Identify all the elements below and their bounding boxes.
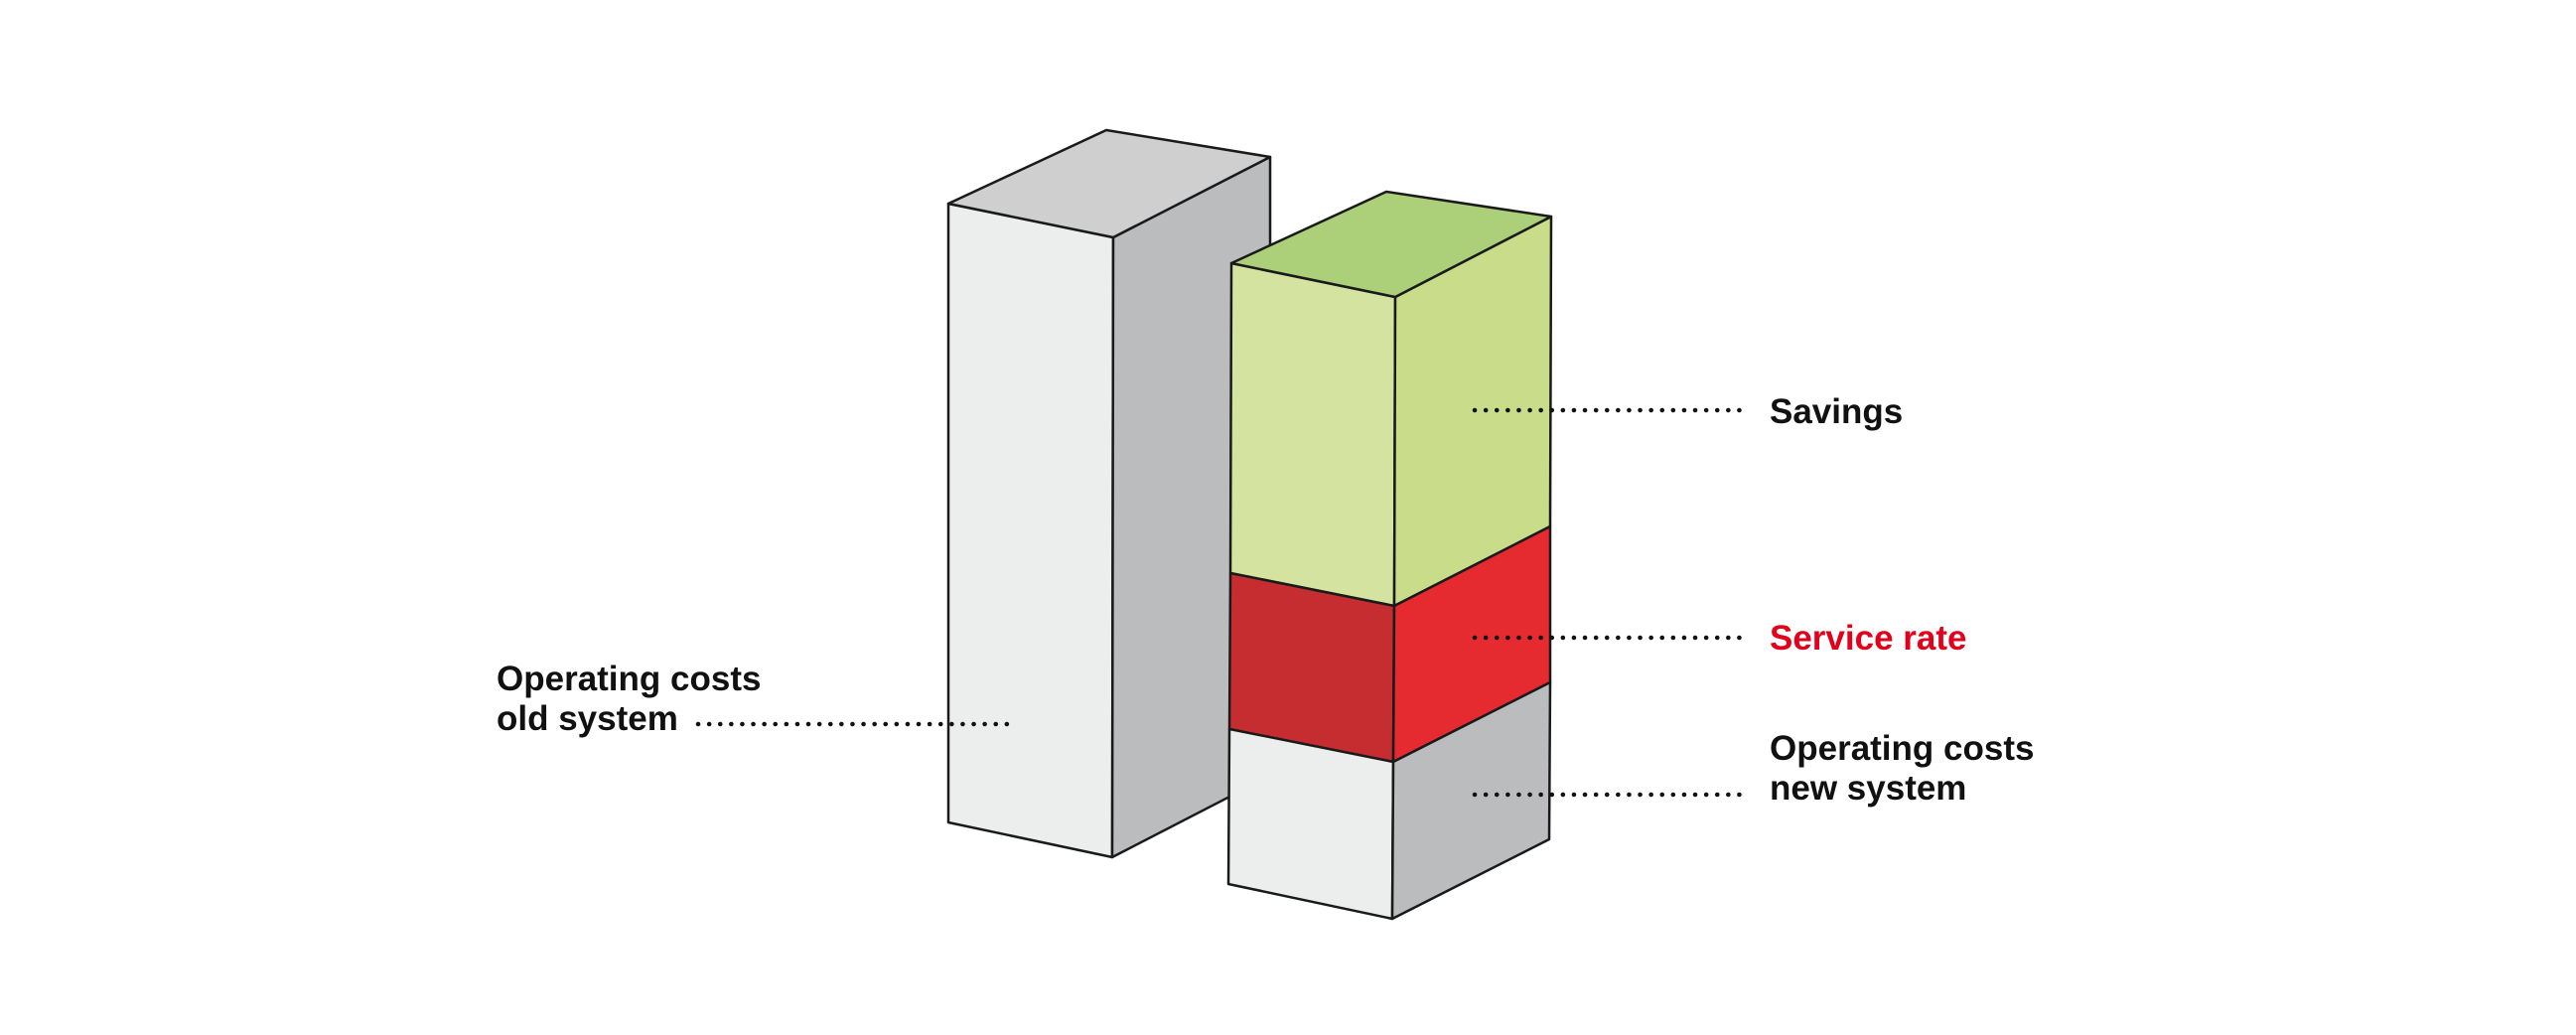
old-costs-label-line2: old system bbox=[497, 699, 678, 738]
new-costs-front-face bbox=[1226, 727, 1395, 921]
old-box-top-face bbox=[946, 128, 1272, 239]
leader-lines bbox=[695, 407, 1748, 798]
service-rate-label: Service rate bbox=[1770, 619, 1966, 658]
old-system-box bbox=[946, 128, 1272, 859]
savings-label: Savings bbox=[1770, 392, 1903, 431]
new-system-box bbox=[1226, 190, 1553, 921]
new-costs-side-face bbox=[1390, 680, 1552, 921]
savings-top-face bbox=[1229, 190, 1553, 299]
new-costs-label-line1: Operating costs bbox=[1770, 729, 2034, 768]
new-costs-label-line2: new system bbox=[1770, 769, 1966, 808]
savings-front-face bbox=[1228, 261, 1397, 608]
old-costs-label-line1: Operating costs bbox=[497, 660, 761, 698]
old-box-front-face bbox=[946, 202, 1115, 859]
